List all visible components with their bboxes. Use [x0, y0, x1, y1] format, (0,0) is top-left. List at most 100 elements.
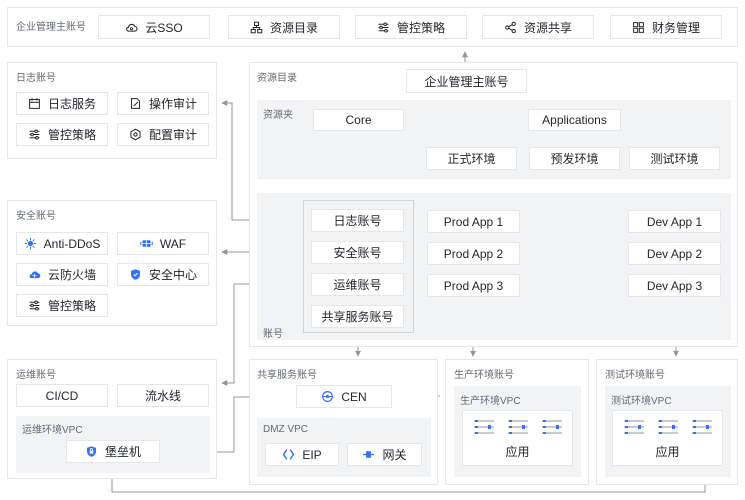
sliders-icon — [377, 21, 390, 34]
prod-app-3-node[interactable]: Prod App 3 — [427, 274, 520, 297]
ops-vpc-title: 运维环境VPC — [22, 425, 83, 436]
log-account-title: 日志账号 — [16, 73, 56, 84]
dev-app-1-node[interactable]: Dev App 1 — [628, 210, 721, 233]
test-vpc-title: 测试环境VPC — [611, 396, 672, 407]
eip-icon — [282, 448, 295, 461]
item-label: 流水线 — [144, 389, 181, 403]
edit-icon — [129, 97, 142, 110]
cloud-icon — [125, 21, 138, 34]
enterprise-master-title: 企业管理主账号 — [16, 22, 86, 33]
cloud-firewall-icon — [28, 268, 41, 281]
master-account-node[interactable]: 企业管理主账号 — [406, 69, 527, 93]
firewall-icon — [140, 237, 153, 250]
node-label: Dev App 1 — [646, 214, 703, 229]
item-label: Anti-DDoS — [43, 236, 101, 251]
item-label: 安全中心 — [148, 268, 197, 282]
env-prod-node[interactable]: 正式环境 — [426, 147, 517, 170]
security-control-policy-item[interactable]: 管控策略 — [16, 294, 108, 317]
prod-vpc-title: 生产环境VPC — [460, 396, 521, 407]
applications-folder-node[interactable]: Applications — [528, 109, 621, 131]
node-label: 日志账号 — [333, 214, 382, 228]
node-label: 运维账号 — [333, 278, 382, 292]
server-icon — [507, 419, 528, 434]
bastion-host-item[interactable]: 堡垒机 — [66, 440, 160, 463]
security-account-title: 安全账号 — [16, 211, 56, 222]
core-accounts-group — [303, 200, 414, 333]
node-label: 测试环境 — [650, 152, 699, 166]
org-icon — [250, 21, 263, 34]
prod-account-title: 生产环境账号 — [454, 370, 514, 381]
shared-service-account-node[interactable]: 共享服务账号 — [311, 305, 404, 328]
top-item-resource-share[interactable]: 资源共享 — [482, 15, 594, 39]
prod-app-servers — [473, 419, 563, 435]
shield-burst-icon — [24, 237, 37, 250]
item-label: WAF — [159, 236, 187, 251]
dev-app-3-node[interactable]: Dev App 3 — [628, 274, 721, 297]
resource-directory-title: 资源目录 — [257, 73, 297, 84]
waf-item[interactable]: WAF — [117, 232, 209, 255]
node-label: Prod App 2 — [443, 246, 504, 261]
item-label: 配置审计 — [148, 128, 197, 142]
cen-icon — [321, 390, 334, 403]
operation-audit-item[interactable]: 操作审计 — [117, 92, 209, 115]
sliders-icon — [28, 128, 41, 141]
node-label: Dev App 2 — [646, 246, 703, 261]
config-audit-item[interactable]: 配置审计 — [117, 123, 209, 146]
share-icon — [504, 21, 517, 34]
log-service-item[interactable]: 日志服务 — [16, 92, 108, 115]
top-item-finance[interactable]: 财务管理 — [610, 15, 722, 39]
log-control-policy-item[interactable]: 管控策略 — [16, 123, 108, 146]
cen-item[interactable]: CEN — [296, 385, 392, 408]
top-item-label: 财务管理 — [651, 20, 700, 35]
dev-app-2-node[interactable]: Dev App 2 — [628, 242, 721, 265]
env-staging-node[interactable]: 预发环境 — [529, 147, 620, 170]
node-label: 安全账号 — [333, 246, 382, 260]
prod-app-1-node[interactable]: Prod App 1 — [427, 210, 520, 233]
top-item-control-policy[interactable]: 管控策略 — [355, 15, 467, 39]
item-label: 管控策略 — [47, 299, 96, 313]
prod-app-label: 应用 — [505, 444, 530, 459]
sliders-icon — [28, 299, 41, 312]
ops-account-node[interactable]: 运维账号 — [311, 273, 404, 296]
eip-item[interactable]: EIP — [265, 443, 339, 466]
node-label: Core — [345, 113, 372, 127]
security-center-item[interactable]: 安全中心 — [117, 263, 209, 286]
pipeline-item[interactable]: 流水线 — [117, 384, 209, 407]
server-icon — [541, 419, 562, 434]
node-label: 企业管理主账号 — [424, 74, 509, 89]
item-label: CEN — [341, 389, 367, 404]
cicd-item[interactable]: CI/CD — [16, 384, 108, 407]
node-label: 正式环境 — [447, 152, 496, 166]
node-label: Applications — [542, 113, 607, 127]
calendar-icon — [28, 97, 41, 110]
item-label: 堡垒机 — [104, 445, 141, 459]
top-item-label: 资源共享 — [523, 20, 572, 35]
test-app-servers — [623, 419, 713, 435]
server-icon — [473, 419, 494, 434]
prod-app-2-node[interactable]: Prod App 2 — [427, 242, 520, 265]
gear-icon — [129, 128, 142, 141]
node-label: Dev App 3 — [646, 278, 703, 293]
grid-icon — [632, 21, 645, 34]
gateway-item[interactable]: 网关 — [347, 443, 422, 466]
log-account-node[interactable]: 日志账号 — [311, 209, 404, 232]
top-item-resource-directory[interactable]: 资源目录 — [228, 15, 340, 39]
top-item-cloud-sso[interactable]: 云SSO — [98, 15, 210, 39]
anti-ddos-item[interactable]: Anti-DDoS — [16, 232, 108, 255]
node-label: 预发环境 — [550, 152, 599, 166]
prod-app-box[interactable]: 应用 — [462, 410, 573, 466]
account-title: 账号 — [263, 329, 283, 340]
security-account-node[interactable]: 安全账号 — [311, 241, 404, 264]
shield-icon — [129, 268, 142, 281]
node-label: Prod App 3 — [443, 278, 504, 293]
env-test-node[interactable]: 测试环境 — [629, 147, 720, 170]
item-label: 操作审计 — [148, 97, 197, 111]
core-folder-node[interactable]: Core — [313, 109, 404, 131]
item-label: CI/CD — [45, 388, 79, 403]
test-app-box[interactable]: 应用 — [612, 410, 723, 466]
gateway-icon — [362, 448, 375, 461]
item-label: 云防火墙 — [47, 268, 96, 282]
server-icon — [657, 419, 678, 434]
cloud-firewall-item[interactable]: 云防火墙 — [16, 263, 108, 286]
test-account-title: 测试环境账号 — [605, 370, 665, 381]
